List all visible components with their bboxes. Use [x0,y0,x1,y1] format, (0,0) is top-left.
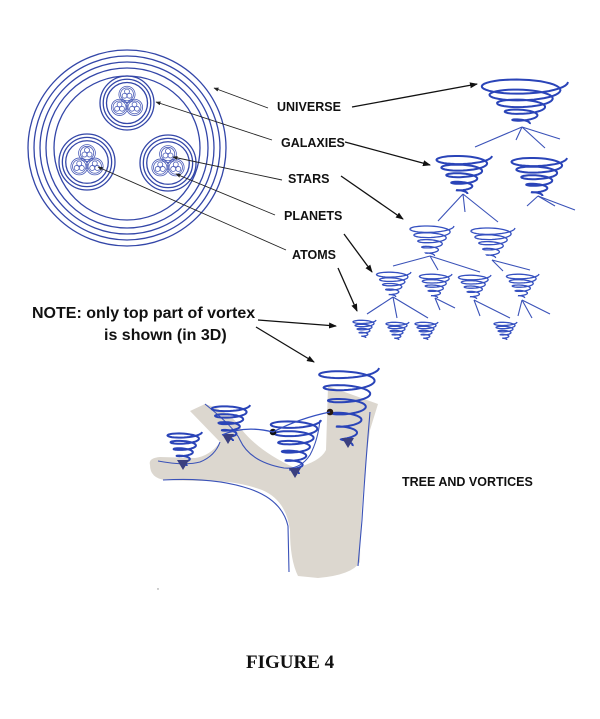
tree-vortex [210,404,251,441]
label-galaxies: GALAXIES [281,136,345,150]
planet-ring [159,166,166,172]
star-ring [111,98,129,116]
planet-ring [131,101,138,108]
galaxy-ring [65,140,109,184]
galaxy-ring [139,134,197,192]
planet-ring [157,161,164,168]
note-line-2: is shown (in 3D) [104,327,227,344]
vortex-tip [177,460,189,470]
vortex-tip [289,468,301,478]
galaxy-ring [105,81,149,125]
tree-vortex [269,419,322,474]
galaxy-ring [61,136,113,188]
galaxy-vortex [510,157,568,196]
star-ring [78,144,96,162]
star-ring [79,145,95,161]
star-ring [159,145,177,163]
vortex-hierarchy-tree [352,78,576,340]
star-vortex [470,227,516,259]
universe-vortex [480,78,569,125]
star-ring [118,85,136,103]
galaxy-ring [102,78,152,128]
planet-ring [165,148,171,155]
star-vortex [409,225,455,257]
planet-ring [89,165,96,171]
atom-vortex [385,321,410,340]
planet-ring [162,152,169,159]
figure-caption: FIGURE 4 [246,652,335,673]
label-planets: PLANETS [284,209,342,223]
planet-vortex [375,271,412,297]
galaxy-vortex [435,155,493,194]
planet-ring [170,166,177,172]
planet-ring [129,105,135,112]
planet-ring [116,101,123,108]
label-atoms: ATOMS [292,248,336,262]
planet-ring [172,161,179,168]
planet-vortex [418,273,453,298]
vortex-tip [342,438,354,448]
star-ring [85,157,104,176]
planet-ring [76,160,83,167]
star-ring [166,158,185,177]
label-stars: STARS [288,172,329,186]
leader-lines [97,87,287,251]
galaxy-ring [142,137,194,189]
star-ring [151,158,170,177]
planet-ring [114,105,120,112]
planet-ring [121,92,128,99]
atom-vortex [352,319,377,338]
tree-and-vortices-label: TREE AND VORTICES [402,475,533,489]
planet-ring [73,165,80,171]
tree-vortices [166,367,380,478]
hierarchy-labels: UNIVERSE GALAXIES STARS PLANETS ATOMS [277,100,345,262]
galaxy-circle [99,75,155,131]
planet-ring [124,88,130,95]
speck [157,588,159,590]
planet-ring [119,105,125,112]
star-ring [120,87,134,102]
star-ring [70,157,89,176]
planet-vortex [457,274,492,299]
planet-ring [167,152,174,159]
star-ring [160,146,176,162]
planet-ring [84,147,90,154]
note-block: NOTE: only top part of vortex is shown (… [32,305,337,363]
galaxy-ring [99,75,155,131]
atom-vortex [414,321,439,340]
galaxy-circle [58,133,116,191]
universe-circle-diagram [27,49,227,247]
label-arrows [337,82,478,312]
galaxy-ring [58,133,116,191]
star-ring [127,100,142,115]
atom-vortex [493,321,518,340]
planet-ring [78,165,85,171]
note-line-1: NOTE: only top part of vortex [32,305,255,322]
star-ring [87,159,102,174]
label-universe: UNIVERSE [277,100,341,114]
tree-vortex [318,367,380,447]
vortex-branches [366,126,576,319]
planet-ring [154,166,161,172]
galaxy-ring [146,141,190,185]
tree-trunk [149,386,378,578]
planet-ring [91,160,98,167]
galaxy-circle [139,134,197,192]
planet-ring [126,92,133,99]
tree-illustration [149,367,380,578]
planet-vortex [505,273,540,299]
planet-ring [81,151,88,158]
planet-ring [86,151,93,158]
vortex-tip [222,434,234,444]
planet-ring [134,105,140,112]
planet-ring [175,166,182,172]
star-ring [125,98,143,116]
